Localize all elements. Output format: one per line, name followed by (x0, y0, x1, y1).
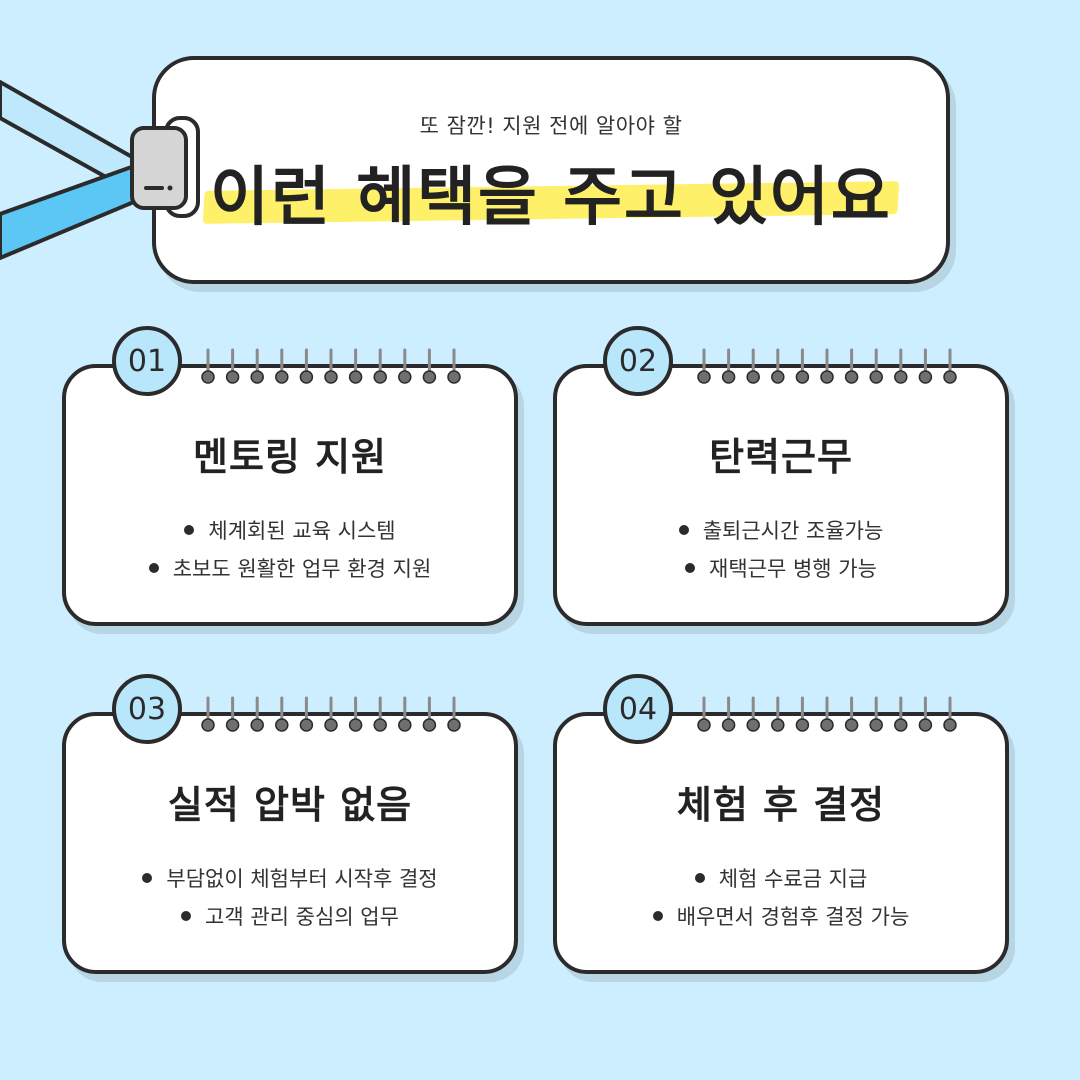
card-number-badge: 03 (112, 674, 182, 744)
bullet-list: 부담없이 체험부터 시작후 결정 고객 관리 중심의 업무 (66, 860, 514, 936)
bullet-text: 초보도 원활한 업무 환경 지원 (172, 557, 432, 581)
benefit-card-03: 실적 압박 없음 부담없이 체험부터 시작후 결정 고객 관리 중심의 업무 (62, 712, 518, 974)
bullet-item: 부담없이 체험부터 시작후 결정 (66, 860, 514, 898)
bullet-dot-icon (685, 563, 696, 573)
spiral-rings-icon (201, 696, 461, 732)
bullet-item: 체험 수료금 지급 (557, 860, 1005, 898)
spiral-rings-icon (697, 348, 957, 384)
header-title-text: 이런 혜택을 주고 있어요 (210, 161, 892, 235)
bullet-dot-icon (694, 873, 705, 883)
bullet-list: 체계회된 교육 시스템 초보도 원활한 업무 환경 지원 (66, 512, 514, 588)
bullet-dot-icon (184, 525, 195, 535)
bullet-text: 고객 관리 중심의 업무 (205, 905, 399, 929)
bullet-list: 출퇴근시간 조율가능 재택근무 병행 가능 (557, 512, 1005, 588)
bullet-item: 배우면서 경험후 결정 가능 (557, 898, 1005, 936)
card-number-badge: 01 (112, 326, 182, 396)
bullet-item: 체계회된 교육 시스템 (66, 512, 514, 550)
bullet-text: 배우면서 경험후 결정 가능 (676, 905, 910, 929)
spiral-rings-icon (697, 696, 957, 732)
header-card: 또 잠깐! 지원 전에 알아야 할 이런 혜택을 주고 있어요 (152, 56, 950, 284)
bullet-item: 고객 관리 중심의 업무 (66, 898, 514, 936)
benefit-card-01: 멘토링 지원 체계회된 교육 시스템 초보도 원활한 업무 환경 지원 (62, 364, 518, 626)
header-subtitle: 또 잠깐! 지원 전에 알아야 할 (419, 114, 683, 138)
bullet-text: 재택근무 병행 가능 (709, 557, 877, 581)
bullet-dot-icon (652, 911, 663, 921)
bullet-text: 출퇴근시간 조율가능 (702, 519, 884, 543)
card-number-badge: 02 (603, 326, 673, 396)
spiral-rings-icon (201, 348, 461, 384)
card-title: 탄력근무 (709, 435, 853, 479)
bullet-item: 재택근무 병행 가능 (557, 550, 1005, 588)
badge-clip-icon (130, 116, 200, 218)
card-title: 멘토링 지원 (192, 435, 388, 479)
bullet-text: 체험 수료금 지급 (718, 867, 868, 891)
header-title: 이런 혜택을 주고 있어요 (202, 146, 900, 238)
bullet-text: 체계회된 교육 시스템 (208, 519, 396, 543)
bullet-text: 부담없이 체험부터 시작후 결정 (166, 867, 438, 891)
card-title: 체험 후 결정 (676, 783, 886, 827)
bullet-item: 출퇴근시간 조율가능 (557, 512, 1005, 550)
bullet-dot-icon (181, 911, 192, 921)
benefit-card-04: 체험 후 결정 체험 수료금 지급 배우면서 경험후 결정 가능 (553, 712, 1009, 974)
bullet-item: 초보도 원활한 업무 환경 지원 (66, 550, 514, 588)
benefit-card-02: 탄력근무 출퇴근시간 조율가능 재택근무 병행 가능 (553, 364, 1009, 626)
bullet-dot-icon (148, 563, 159, 573)
card-number-badge: 04 (603, 674, 673, 744)
bullet-dot-icon (678, 525, 689, 535)
header-title-wrap: 이런 혜택을 주고 있어요 (156, 146, 946, 238)
card-title: 실적 압박 없음 (167, 783, 413, 827)
bullet-dot-icon (142, 873, 153, 883)
bullet-list: 체험 수료금 지급 배우면서 경험후 결정 가능 (557, 860, 1005, 936)
